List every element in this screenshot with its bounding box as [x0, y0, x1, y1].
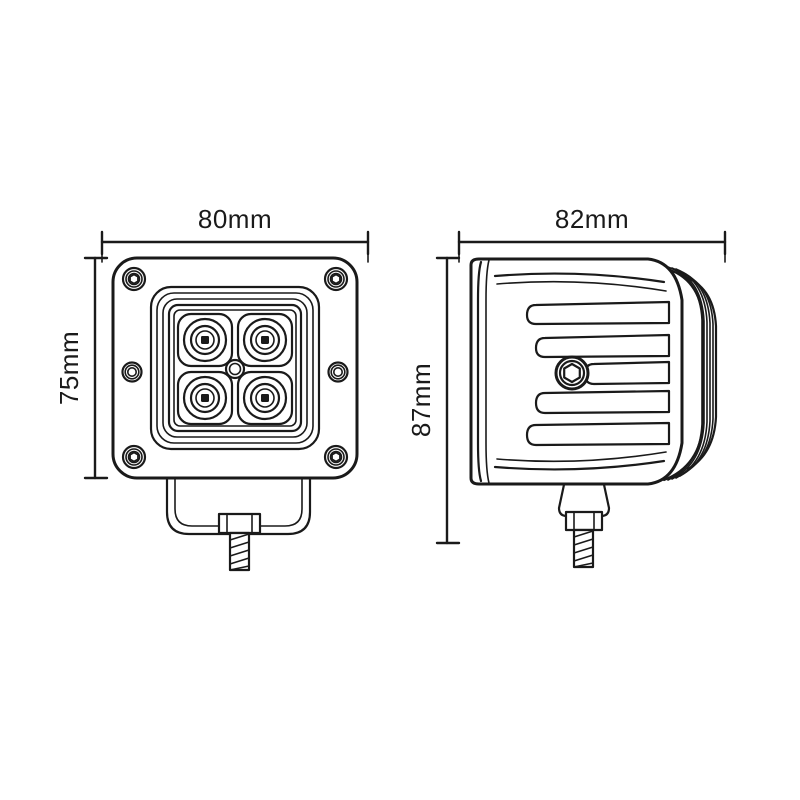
front-center-screw [224, 358, 246, 380]
side-bottom-chamfer-1 [493, 459, 666, 471]
led-reflector-4 [236, 370, 294, 426]
led-ring-mid-2 [249, 324, 281, 356]
corner-screw-top-left [121, 266, 147, 292]
cooling-rib-4 [534, 389, 671, 415]
front-view-group: 80mm 75mm [54, 204, 370, 572]
corner-screw-hex-tr [331, 273, 341, 285]
corner-screw-bottom-right [323, 444, 349, 470]
front-side-screws [121, 361, 349, 383]
fin-edge-1 [667, 266, 703, 481]
front-stud-collar [217, 512, 262, 535]
front-bezel-mid1 [156, 292, 314, 444]
front-led-array [176, 312, 294, 426]
led-ring-mid-3 [189, 382, 221, 414]
corner-screw-hex-bl [129, 451, 139, 463]
front-width-dimension: 80mm [100, 204, 370, 263]
led-reflector-1 [176, 312, 234, 368]
front-corner-screws [121, 266, 349, 470]
side-front-bezel-edge-2 [485, 259, 490, 484]
side-screw-left [121, 361, 143, 383]
front-height-dimension: 75mm [54, 256, 109, 480]
front-lens-frame-inner [173, 309, 297, 427]
corner-screw-top-right [323, 266, 349, 292]
side-screw-right [327, 361, 349, 383]
side-width-label: 82mm [555, 204, 629, 234]
side-width-dimension: 82mm [457, 204, 727, 263]
side-height-dimension: 87mm [406, 256, 461, 545]
front-threaded-stud [217, 512, 262, 572]
front-height-label: 75mm [54, 331, 84, 405]
corner-screw-bottom-left [121, 444, 147, 470]
side-height-label: 87mm [406, 363, 436, 437]
hex-bolt-socket [563, 362, 581, 384]
side-bottom-chamfer-2 [496, 451, 667, 463]
center-screw-outer [224, 358, 246, 380]
side-view-group: 82mm 87mm [406, 204, 727, 569]
led-ring-mid-1 [189, 324, 221, 356]
center-screw-inner [228, 362, 242, 376]
side-stud-shaft [572, 528, 595, 569]
cooling-rib-1 [525, 300, 671, 326]
side-cooling-ribs [525, 300, 671, 447]
side-front-bezel-edge-1 [476, 260, 483, 483]
led-reflector-3 [176, 370, 234, 426]
corner-screw-hex-br [331, 451, 341, 463]
led-ring-inner-4 [255, 388, 275, 408]
cooling-rib-5 [525, 421, 671, 447]
led-die-3 [201, 394, 209, 402]
side-hex-bolt [554, 355, 590, 391]
side-stud-collar [564, 510, 604, 532]
front-bezel-mid2 [162, 298, 308, 438]
corner-screw-hex-tl [129, 273, 139, 285]
led-die-1 [201, 336, 209, 344]
side-stud-threads [573, 530, 594, 568]
front-width-label: 80mm [198, 204, 272, 234]
led-die-2 [261, 336, 269, 344]
fin-edge-6 [686, 276, 718, 471]
led-ring-inner-3 [195, 388, 215, 408]
cooling-rib-3 [583, 360, 671, 386]
side-top-chamfer-2 [496, 280, 667, 292]
cooling-rib-2 [534, 333, 671, 359]
led-die-4 [261, 394, 269, 402]
led-reflector-2 [236, 312, 294, 368]
led-ring-inner-2 [255, 330, 275, 350]
side-top-chamfer-1 [493, 272, 666, 284]
front-stud-shaft [228, 531, 251, 572]
front-stud-threads [229, 533, 250, 571]
led-ring-inner-1 [195, 330, 215, 350]
led-ring-mid-4 [249, 382, 281, 414]
hex-bolt-mid-ring [558, 359, 586, 387]
side-threaded-stud [564, 510, 604, 569]
